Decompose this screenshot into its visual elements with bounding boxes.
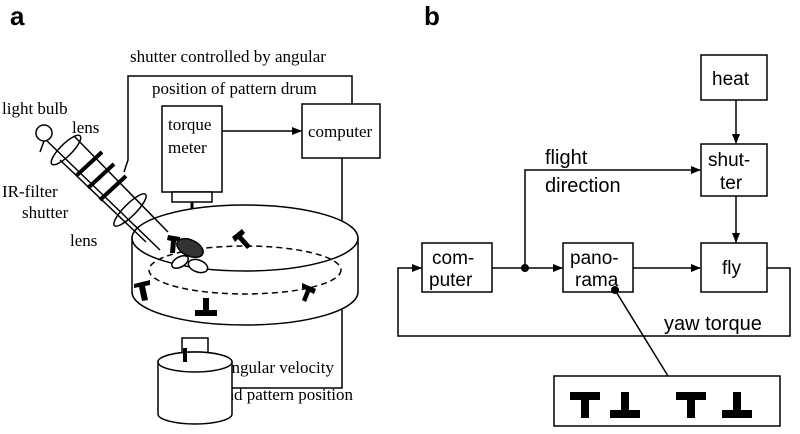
- panel-a-letter: a: [10, 1, 25, 31]
- panorama-line1: pano-: [570, 248, 619, 269]
- panorama-pattern-link: [614, 289, 669, 377]
- pattern-t-inverted-1: [610, 392, 640, 418]
- shutter-note-line1: shutter controlled by angular: [130, 47, 326, 66]
- yaw-torque-loop: [397, 264, 791, 337]
- pattern-drum: [131, 204, 359, 326]
- yaw-torque-label: yaw torque: [664, 313, 762, 335]
- pattern-glyphs: [570, 392, 752, 418]
- fly-box: [700, 242, 768, 293]
- optical-filters: [74, 150, 128, 202]
- lens-top-label: lens: [72, 118, 99, 137]
- fly-label: fly: [722, 258, 742, 279]
- shutter-box-line1: shut-: [708, 150, 750, 171]
- shutter-box: [700, 143, 768, 197]
- panorama-dot: [611, 286, 619, 294]
- velocity-line2: and pattern position: [218, 385, 354, 404]
- motor-top: [157, 351, 233, 373]
- shutter-label: shutter: [22, 203, 69, 222]
- panorama-line2: rama: [575, 270, 619, 291]
- ir-filter-label: IR-filter: [2, 182, 58, 201]
- torque-meter-base: [171, 191, 213, 203]
- flight-direction-arrow: [524, 166, 701, 268]
- flight-line1: flight: [545, 147, 588, 169]
- velocity-line1: angular velocity: [224, 358, 334, 377]
- computer-b-line1: com-: [432, 248, 474, 269]
- computer-label-a: computer: [308, 122, 373, 141]
- panorama-box: [562, 242, 634, 293]
- shutter-control-line: [123, 75, 353, 173]
- shutter-note-line2: position of pattern drum: [152, 79, 317, 98]
- drum-patterns: [134, 229, 316, 316]
- pattern-t-upright-1: [570, 392, 600, 418]
- pattern-t-upright-2: [676, 392, 706, 418]
- light-bulb: [35, 124, 53, 142]
- panel-b-letter: b: [424, 1, 440, 31]
- light-bulb-label: light bulb: [2, 99, 68, 118]
- torque-meter-line1: torque: [168, 115, 211, 134]
- pattern-t-inverted-2: [722, 392, 752, 418]
- lens-bottom-label: lens: [70, 231, 97, 250]
- heat-box: [700, 54, 768, 101]
- fly: [171, 237, 209, 274]
- computer-box-a: [301, 103, 381, 159]
- heat-label: heat: [712, 69, 750, 90]
- computer-b-line2: puter: [429, 270, 473, 291]
- shutter-box-line2: ter: [720, 173, 743, 194]
- torque-meter-line2: meter: [168, 138, 207, 157]
- flight-line2: direction: [545, 175, 621, 197]
- computer-box-b: [421, 242, 493, 293]
